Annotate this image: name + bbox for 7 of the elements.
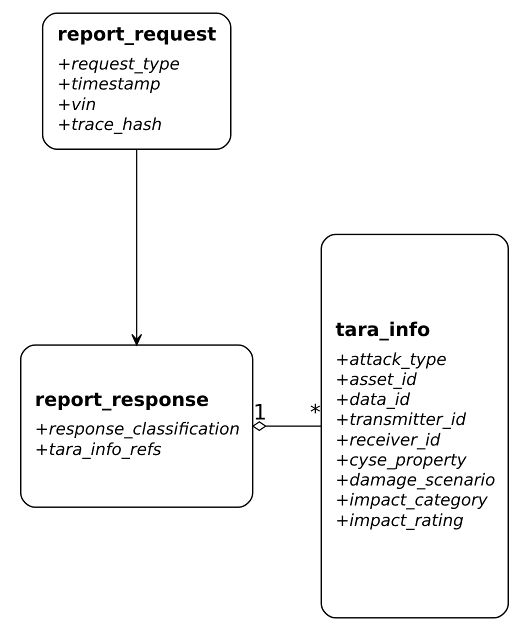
label: * [310,400,321,426]
node-box: report_response +response_classification +tara_info_refs [20,344,254,508]
node-box: tara_info +attack_type +asset_id +data_id +transmitter_id +receiver_id +cyse_property +damage_scenario +impact_category +impact_rating [320,234,509,619]
connector [252,421,322,432]
label: 1 [253,400,267,426]
node-box: report_request +request_type +timestamp +vin +trace_hash [42,12,232,150]
arrow [131,149,142,346]
